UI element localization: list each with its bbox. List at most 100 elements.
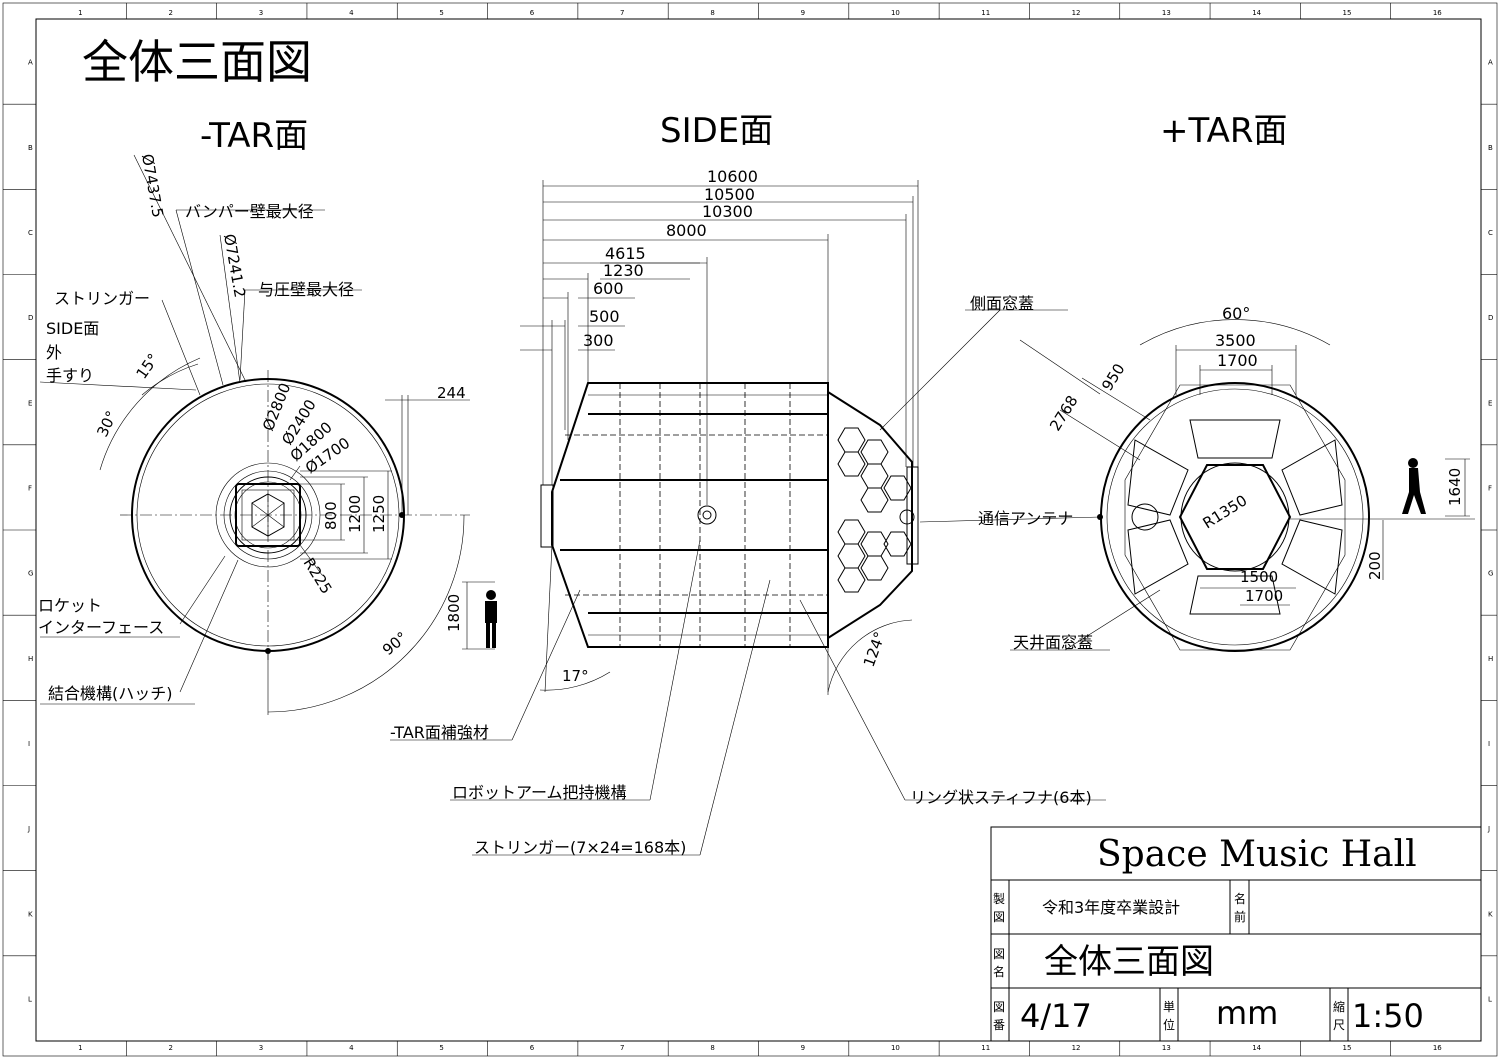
project-name: Space Music Hall <box>1097 834 1417 875</box>
made-value: 令和3年度卒業設計 <box>1042 898 1180 917</box>
label-side-rail-3: 手すり <box>46 366 94 385</box>
grid-col-label: 10 <box>891 1044 900 1052</box>
grid-col-label: 1 <box>78 9 82 17</box>
label-stringer: ストリンガー <box>54 289 150 308</box>
dim-800: 800 <box>322 501 340 530</box>
grid-row-label: B <box>28 144 33 152</box>
dim-244: 244 <box>437 384 466 402</box>
grid-row-label: L <box>28 995 32 1003</box>
grid-row-label: J <box>1487 825 1490 833</box>
label-side-window: 側面窓蓋 <box>970 294 1034 313</box>
grid-row-label: G <box>1488 570 1493 578</box>
title-block <box>990 826 1482 1042</box>
dim-950: 950 <box>1098 360 1128 394</box>
dim-1700-top: 1700 <box>1217 351 1258 370</box>
label-bumper-wall: バンパー壁最大径 <box>185 202 314 221</box>
grid-col-label: 8 <box>710 1044 714 1052</box>
label-robot-arm: ロボットアーム把持機構 <box>452 783 627 802</box>
view-heading-plus-tar: +TAR面 <box>1160 111 1288 151</box>
view-heading-minus-tar: -TAR面 <box>200 116 308 156</box>
grid-row-label: H <box>28 655 33 663</box>
minus-tar-view <box>39 154 497 715</box>
drawing-label-2: 名 <box>993 964 1005 979</box>
grid-row-label: D <box>28 314 33 322</box>
human-figure-scale <box>485 590 497 648</box>
drawing-label-1: 図 <box>993 947 1005 961</box>
scale-label-2: 尺 <box>1333 1018 1345 1032</box>
label-pressure-wall: 与圧壁最大径 <box>258 280 354 299</box>
number-label-2: 番 <box>993 1018 1005 1032</box>
dim-angle-17: 17° <box>562 667 589 685</box>
grid-row-label: F <box>28 484 32 492</box>
grid-col-label: 7 <box>620 9 624 17</box>
grid-row-label: B <box>1488 144 1493 152</box>
dim-200: 200 <box>1366 551 1384 580</box>
label-hatch: 結合機構(ハッチ) <box>48 684 173 703</box>
dim-500: 500 <box>589 307 620 326</box>
grid-row-label: E <box>28 399 32 407</box>
name-label-1: 名 <box>1234 891 1246 906</box>
grid-col-label: 4 <box>349 9 354 17</box>
scale-value: 1:50 <box>1352 997 1424 1035</box>
dim-1250: 1250 <box>370 495 388 533</box>
grid-col-label: 9 <box>801 1044 805 1052</box>
dim-8000: 8000 <box>666 221 707 240</box>
grid-col-label: 11 <box>981 9 990 17</box>
grid-col-label: 12 <box>1072 9 1081 17</box>
grid-row-label: I <box>1488 740 1490 748</box>
label-side-rail-2: 外 <box>46 343 62 362</box>
grid-row-label: F <box>1488 484 1492 492</box>
dim-3500: 3500 <box>1215 331 1256 350</box>
grid-row-label: A <box>1488 59 1493 67</box>
dim-angle-15: 15° <box>133 350 163 382</box>
label-side-rail-1: SIDE面 <box>46 319 99 338</box>
dim-r225: R225 <box>300 555 336 598</box>
dim-angle-124: 124° <box>860 629 889 669</box>
drawing-title: 全体三面図 <box>82 35 312 89</box>
side-window-hexagons <box>837 427 912 593</box>
label-ceiling-window: 天井面窓蓋 <box>1013 633 1093 652</box>
grid-col-label: 12 <box>1072 1044 1081 1052</box>
label-rocket-2: インターフェース <box>38 618 164 637</box>
grid-col-label: 5 <box>439 1044 443 1052</box>
unit-value: mm <box>1216 994 1278 1032</box>
grid-col-label: 6 <box>530 1044 535 1052</box>
dim-10600: 10600 <box>707 167 758 186</box>
grid-col-label: 3 <box>259 9 263 17</box>
dim-angle-30: 30° <box>93 408 121 440</box>
grid-col-label: 14 <box>1252 9 1261 17</box>
grid-row-label: K <box>28 910 33 918</box>
dim-600: 600 <box>593 279 624 298</box>
grid-col-label: 13 <box>1162 1044 1171 1052</box>
grid-row-label: L <box>1488 995 1492 1003</box>
grid-col-label: 10 <box>891 9 900 17</box>
grid-row-label: J <box>27 825 30 833</box>
plus-tar-view <box>919 319 1475 652</box>
grid-col-label: 5 <box>439 9 443 17</box>
grid-row-label: I <box>28 740 30 748</box>
grid-row-label: D <box>1488 314 1493 322</box>
grid-col-label: 11 <box>981 1044 990 1052</box>
dim-1640: 1640 <box>1446 468 1464 506</box>
grid-row-label: C <box>1488 229 1493 237</box>
grid-col-label: 7 <box>620 1044 624 1052</box>
grid-col-label: 9 <box>801 9 805 17</box>
dim-1800-human: 1800 <box>445 594 463 632</box>
grid-col-label: 2 <box>168 9 172 17</box>
grid-row-label: A <box>28 59 33 67</box>
grid-row-label: G <box>28 570 33 578</box>
grid-row-label: H <box>1488 655 1493 663</box>
grid-col-label: 1 <box>78 1044 82 1052</box>
grid-col-label: 4 <box>349 1044 354 1052</box>
label-rocket-1: ロケット <box>38 596 102 615</box>
grid-col-label: 15 <box>1343 9 1352 17</box>
label-stringer-count: ストリンガー(7×24=168本) <box>474 838 686 857</box>
dim-2768: 2768 <box>1046 392 1082 434</box>
grid-col-label: 13 <box>1162 9 1171 17</box>
side-view <box>390 180 1106 856</box>
grid-reference-marks: 1122334455667788991010111112121313141415… <box>3 3 1497 1056</box>
inner-border <box>35 18 1482 1042</box>
dim-4615: 4615 <box>605 244 646 263</box>
dim-300: 300 <box>583 331 614 350</box>
